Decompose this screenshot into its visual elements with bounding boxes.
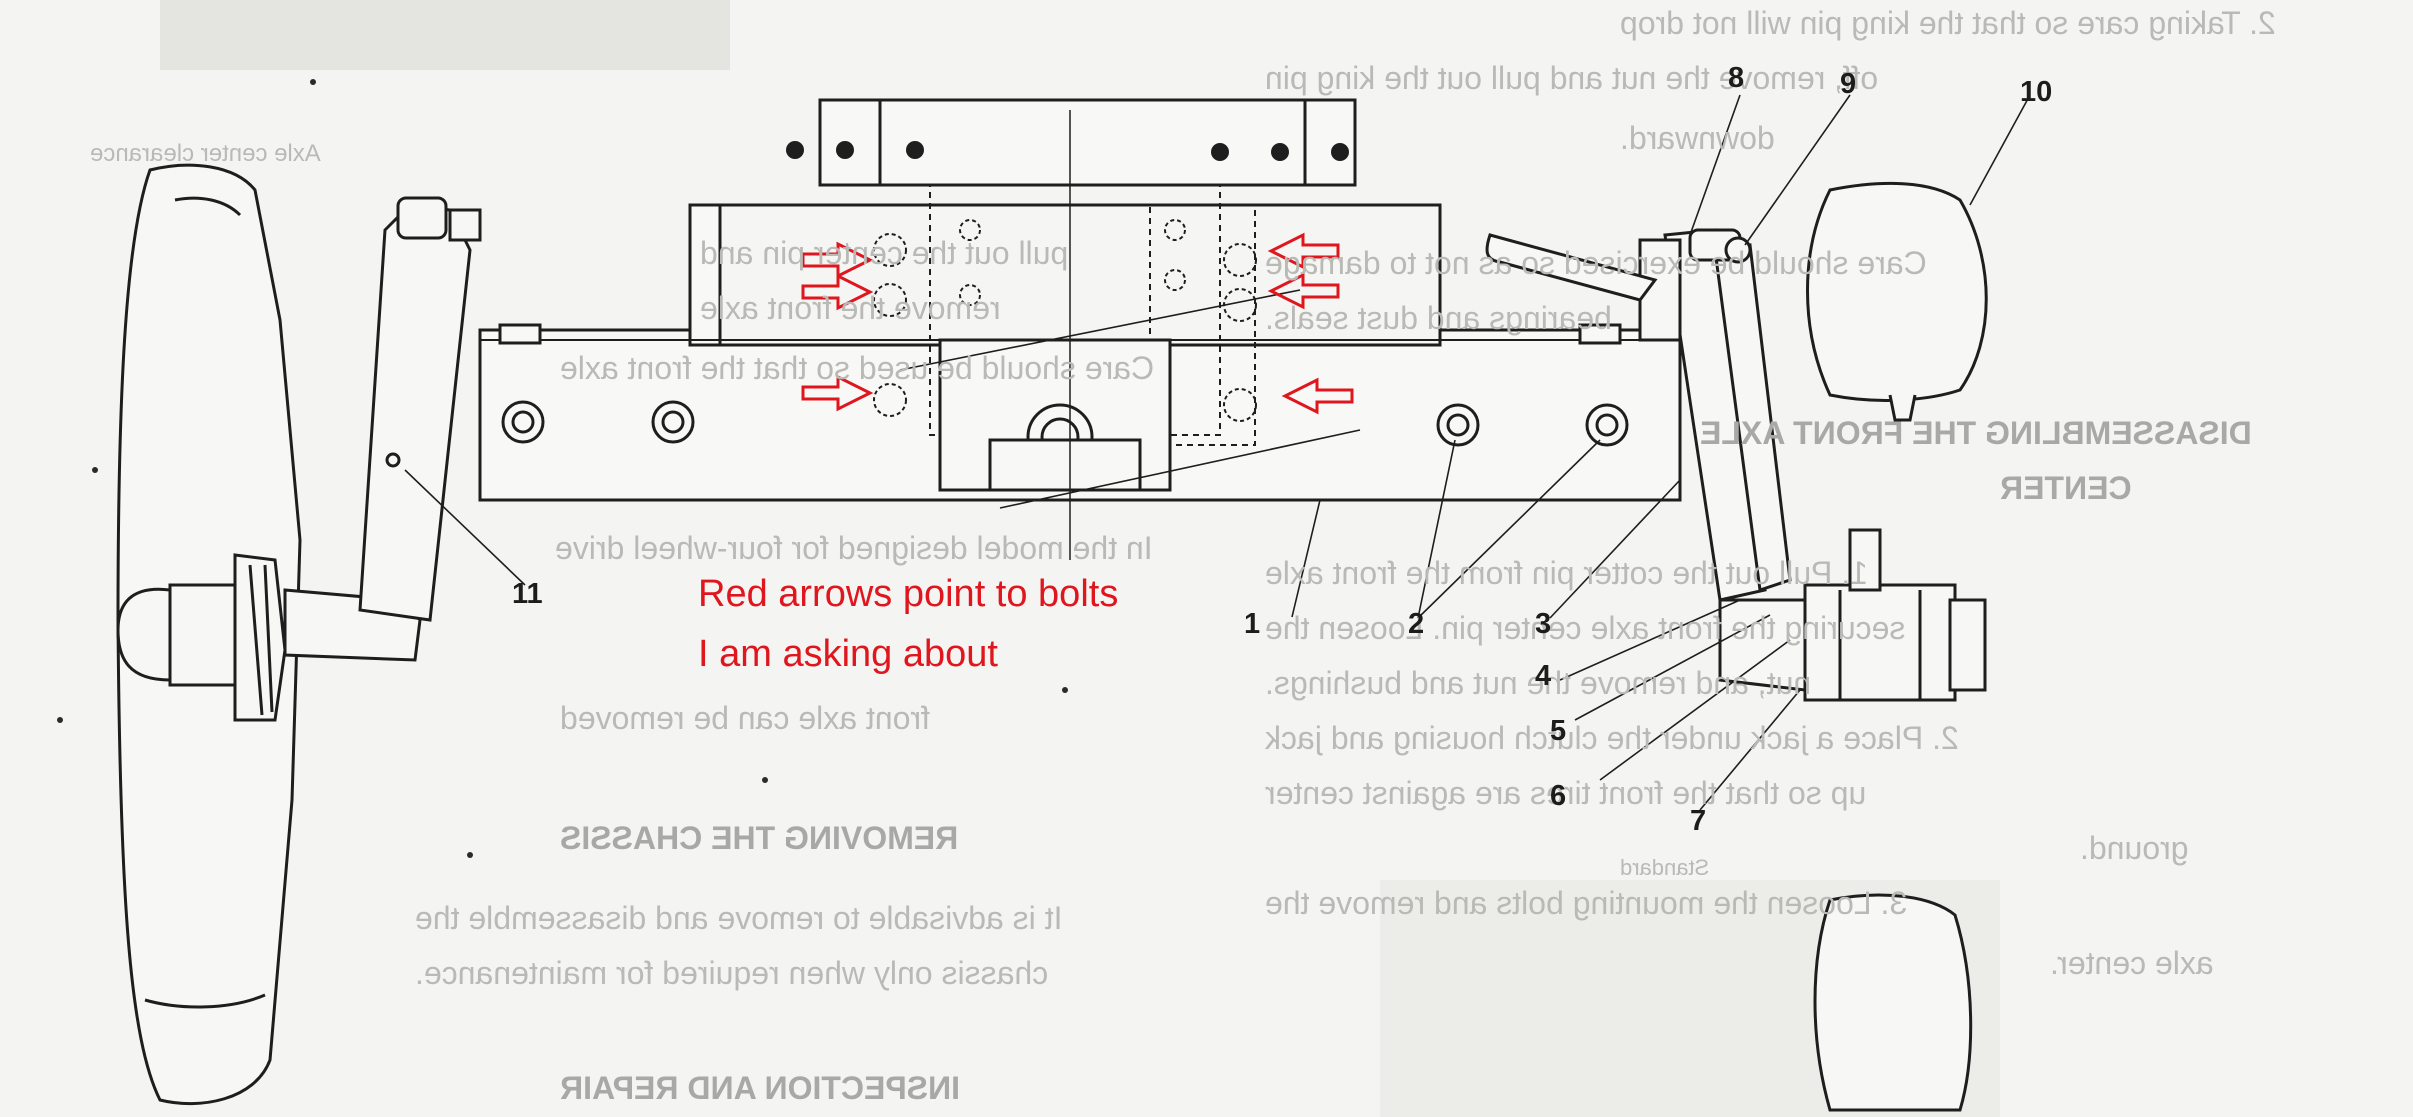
callout-3: 3 [1535, 608, 1552, 640]
bleed-heading: DISASSEMBLING THE FRONT AXLE [1700, 415, 2252, 451]
callout-9: 9 [1840, 68, 1857, 100]
bleed-text: securing the front axle center pin. Loos… [1265, 610, 1906, 646]
red-arrow-left-1 [801, 241, 874, 279]
bleed-text: Care should be exercised so as not to da… [1265, 245, 1927, 281]
callout-11: 11 [512, 578, 543, 610]
bleed-text: bearings and dust seals. [1265, 300, 1612, 336]
red-arrow-left-2 [801, 273, 874, 311]
bleed-heading: INSPECTION AND REPAIR [560, 1070, 961, 1106]
bleed-text: 3. Loosen the mounting bolts and remove … [1265, 885, 1908, 921]
bleed-text: remove the front axle [700, 290, 1001, 326]
callout-2: 2 [1408, 608, 1425, 640]
callout-10: 10 [2020, 76, 2053, 108]
dashed-bolt-holes [873, 219, 1257, 422]
bleed-text: front axle can be removed [560, 700, 930, 736]
red-arrow-right-1 [1267, 232, 1340, 270]
bleed-heading: REMOVING THE CHASSIS [560, 820, 959, 856]
axle-nuts [501, 400, 1629, 447]
bleed-text: In the model designed for four-wheel dri… [555, 530, 1153, 566]
callout-5: 5 [1550, 715, 1567, 747]
red-arrow-right-2 [1267, 272, 1340, 310]
right-hub [1718, 528, 1987, 702]
callout-7: 7 [1690, 805, 1707, 837]
callout-1: 1 [1244, 608, 1261, 640]
callout-4: 4 [1535, 660, 1552, 692]
callout-6: 6 [1550, 780, 1567, 812]
scan-specks [57, 79, 1068, 858]
bleed-heading: CENTER [2000, 470, 2132, 506]
annotation-line-2: I am asking about [698, 633, 998, 675]
left-hub [116, 553, 422, 722]
right-wheel [1806, 181, 1988, 1112]
callout-8: 8 [1728, 62, 1745, 94]
red-arrow-right-3 [1281, 377, 1354, 415]
bleed-text: pull out the center pin and [700, 235, 1069, 271]
bleed-table-block [160, 0, 730, 70]
right-knuckle [1485, 228, 1792, 602]
red-arrow-left-3 [801, 374, 874, 412]
bleed-text: Care should be used so that the front ax… [560, 350, 1155, 386]
bleed-text: 2. Place a jack under the clutch housing… [1265, 720, 1959, 756]
bleed-text: 1. Pull out the cotter pin from the fron… [1265, 555, 1868, 591]
left-knuckle [358, 196, 482, 622]
bleed-text: Standard [1620, 855, 1710, 880]
annotation-line-1: Red arrows point to bolts [698, 573, 1119, 615]
bleed-text: Axle center clearance [90, 140, 321, 167]
red-arrows [801, 232, 1354, 415]
bleed-text: chassis only when required for maintenan… [415, 955, 1049, 991]
bleed-text: 2. Taking care so that the king pin will… [1620, 5, 2276, 41]
bleed-text: downward. [1620, 120, 1775, 156]
bleed-text: off, remove the nut and pull out the kin… [1265, 60, 1879, 96]
bleed-text: It is advisable to remove and disassembl… [415, 900, 1063, 936]
bleed-text: ground. [2080, 830, 2189, 866]
leader-lines [404, 94, 2031, 811]
bleed-text: axle center. [2050, 945, 2214, 981]
top-plate-bolts [786, 141, 1349, 161]
